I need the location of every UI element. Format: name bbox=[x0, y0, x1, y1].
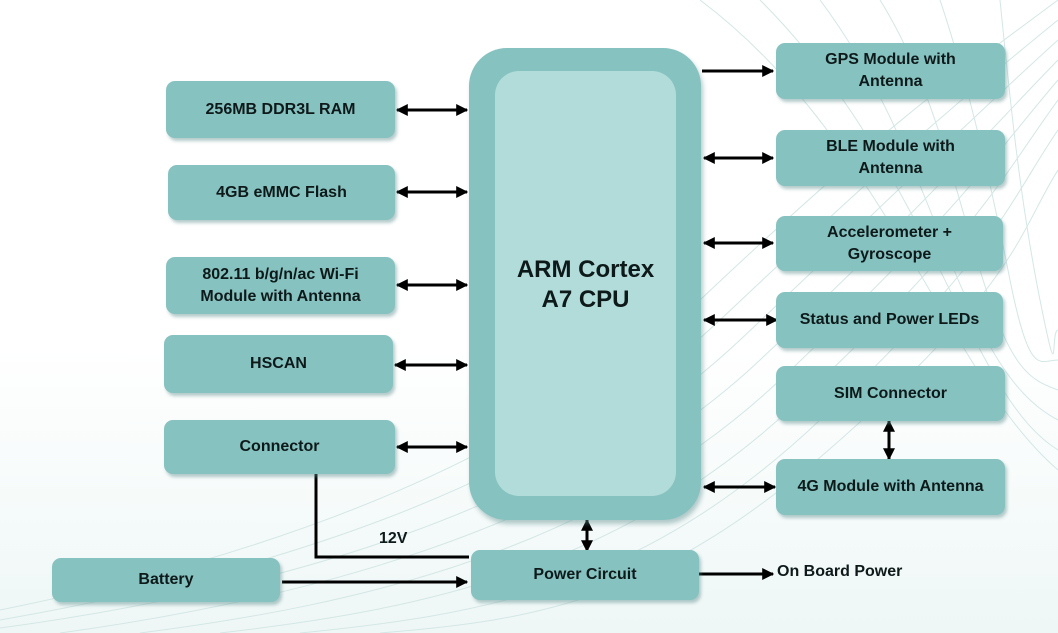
connector-label: Connector bbox=[239, 438, 320, 455]
cpu-core bbox=[495, 71, 676, 496]
voltage-label: 12V bbox=[379, 530, 408, 547]
cpu-label: ARM Cortex A7 CPU bbox=[495, 255, 676, 315]
power-circuit-block: Power Circuit bbox=[471, 550, 699, 600]
battery-label: Battery bbox=[138, 571, 194, 588]
flash-label: 4GB eMMC Flash bbox=[216, 183, 347, 201]
ble-block: BLE Module with Antenna bbox=[776, 130, 1005, 186]
cpu-label-line2: A7 CPU bbox=[541, 286, 630, 313]
ble-label-line2: Antenna bbox=[858, 160, 923, 177]
flash-block: 4GB eMMC Flash bbox=[168, 165, 395, 220]
leds-block: Status and Power LEDs bbox=[776, 292, 1003, 348]
on-board-power-label: On Board Power bbox=[777, 563, 903, 580]
accelerometer-block: Accelerometer + Gyroscope bbox=[776, 216, 1003, 271]
hscan-label: HSCAN bbox=[250, 355, 307, 372]
accelerometer-label-line2: Gyroscope bbox=[847, 245, 932, 263]
connector-block: Connector bbox=[164, 420, 395, 474]
battery-block: Battery bbox=[52, 558, 280, 602]
accelerometer-label-line1: Accelerometer + bbox=[827, 223, 952, 241]
connector-12v-line bbox=[314, 474, 469, 559]
wifi-label-line1: 802.11 b/g/n/ac Wi-Fi bbox=[202, 265, 359, 283]
power-circuit-label: Power Circuit bbox=[533, 566, 637, 583]
ram-label: 256MB DDR3L RAM bbox=[205, 100, 356, 118]
cpu-label-line1: ARM Cortex bbox=[516, 256, 655, 283]
leds-label: Status and Power LEDs bbox=[799, 311, 980, 328]
sim-label: SIM Connector bbox=[834, 384, 947, 402]
ble-label-line1: BLE Module with bbox=[826, 138, 955, 155]
wifi-block: 802.11 b/g/n/ac Wi-Fi Module with Antenn… bbox=[166, 257, 395, 314]
wifi-label-line2: Module with Antenna bbox=[200, 287, 361, 305]
lte-block: 4G Module with Antenna bbox=[776, 459, 1005, 515]
sim-block: SIM Connector bbox=[776, 366, 1005, 421]
gps-block: GPS Module with Antenna bbox=[776, 43, 1005, 99]
gps-label-line2: Antenna bbox=[858, 73, 923, 90]
lte-label: 4G Module with Antenna bbox=[797, 478, 984, 495]
ram-block: 256MB DDR3L RAM bbox=[166, 81, 395, 138]
hscan-block: HSCAN bbox=[164, 335, 393, 393]
gps-label-line1: GPS Module with bbox=[825, 51, 956, 68]
